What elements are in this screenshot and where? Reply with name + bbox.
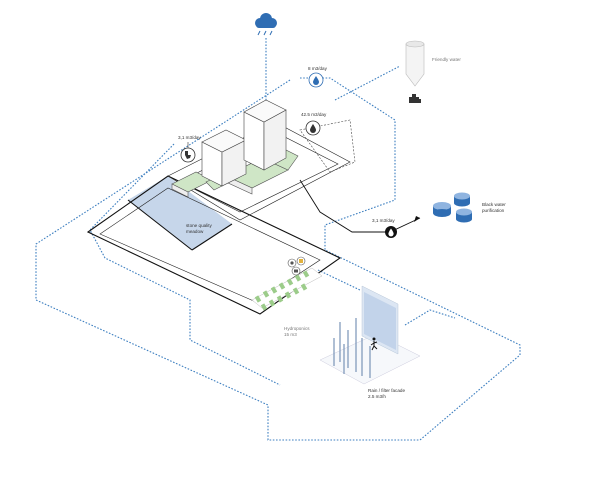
water-drop-icon (308, 72, 324, 88)
site-plan (86, 119, 356, 315)
hydroponics-label-line1: Hydroponics (284, 326, 310, 331)
black-water-arrow (414, 216, 420, 222)
inner-loop-line (89, 143, 281, 386)
site-divider-2 (191, 223, 233, 251)
silo-line (334, 65, 401, 101)
tower-right-top (243, 99, 287, 123)
water-drop-icon (385, 226, 397, 238)
water-silo (405, 40, 425, 87)
storage-area (128, 176, 232, 250)
rain-filter-label-line2: 2.5 m3/h (368, 394, 386, 399)
rain-cloud-icon (255, 13, 277, 36)
site-divider (127, 199, 193, 251)
toilet-icon (180, 147, 196, 163)
rain-filter-label-line1: Rain / filter facade (368, 388, 405, 393)
storage-label-line2: meadow (186, 229, 204, 234)
hydroponics-label-line2: 15 m3 (284, 332, 297, 337)
left-loop-line (35, 79, 420, 441)
water-tank-icon (433, 192, 472, 223)
dashed-plot (299, 119, 356, 173)
black-water-label-line1: Black water (482, 202, 506, 207)
facade-line (404, 309, 456, 326)
storage-label-line1: stone quality (186, 223, 212, 228)
drinking-water-label: Friendly water (432, 57, 461, 62)
black-water-label-line2: purification (482, 208, 505, 213)
site-outline (86, 175, 342, 315)
black-water-line (299, 179, 421, 233)
hydro-line (317, 269, 361, 291)
tap-icon (409, 94, 421, 103)
site-outline-inner (99, 187, 321, 303)
top-loop-line (300, 77, 521, 441)
buildings (171, 99, 299, 198)
rain-rate-label: 8 m3/day (308, 66, 328, 71)
green-roof-block-1-side (171, 183, 189, 198)
rain-filter-facade (319, 285, 421, 385)
toilet-rate-label: 3,1 m3/day (178, 135, 201, 140)
person-icon (370, 337, 378, 351)
black-water-rate-label: 3,1 m3/day (372, 218, 395, 223)
flow-lines (35, 38, 521, 441)
water-drop-icon (305, 120, 321, 136)
hydroponics-garden (251, 267, 323, 311)
flush-rate-label: 42.5 m3/day (301, 112, 327, 117)
solar-icon (287, 256, 306, 276)
